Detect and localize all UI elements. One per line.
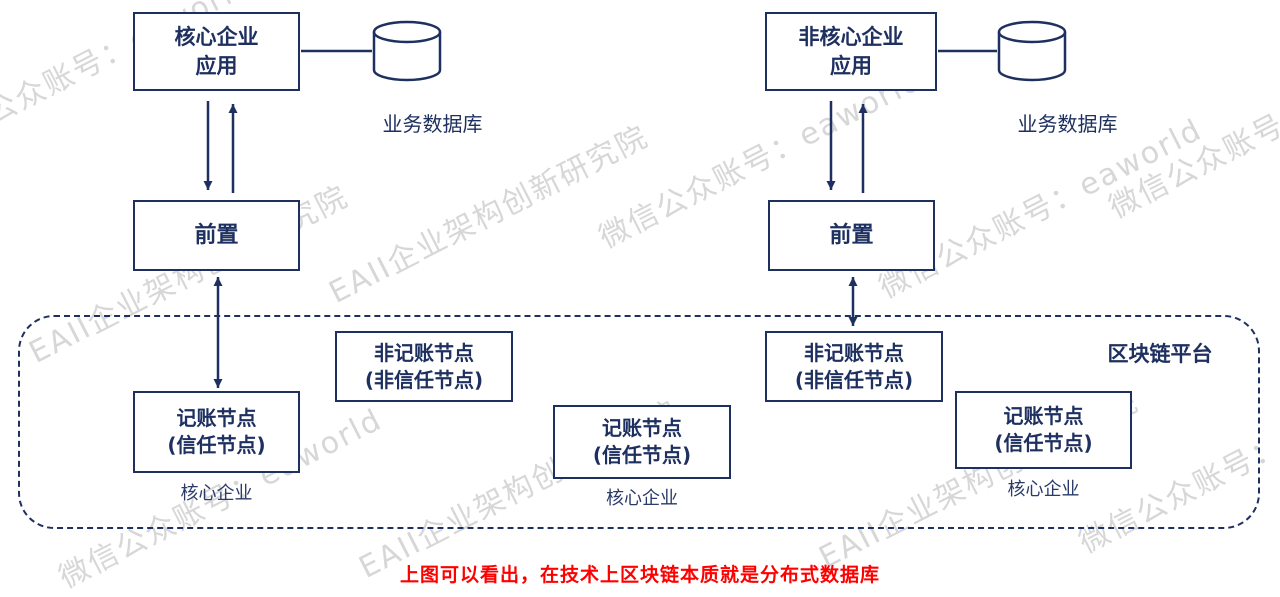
accounting-node-box-2: 记账节点 (信任节点) xyxy=(553,405,731,479)
left-database-icon xyxy=(372,20,442,82)
blockchain-platform-label: 区块链平台 xyxy=(1107,342,1213,366)
left-business-database-label: 业务数据库 xyxy=(382,112,483,136)
right-business-database-label: 业务数据库 xyxy=(1017,112,1118,136)
accounting-node-owner-2: 核心企业 xyxy=(606,488,678,509)
non-core-enterprise-app-box: 非核心企业 应用 xyxy=(765,12,937,91)
accounting-node-owner-1: 核心企业 xyxy=(180,483,253,504)
blockchain-platform-frame xyxy=(18,315,1260,529)
right-front-box: 前置 xyxy=(768,200,935,271)
accounting-node-box-3: 记账节点 (信任节点) xyxy=(955,391,1132,469)
non-accounting-node-box-2: 非记账节点 (非信任节点) xyxy=(765,331,943,402)
left-front-box: 前置 xyxy=(133,200,300,271)
core-enterprise-app-box: 核心企业 应用 xyxy=(133,12,300,91)
accounting-node-owner-3: 核心企业 xyxy=(1007,479,1080,500)
accounting-node-box-1: 记账节点 (信任节点) xyxy=(133,391,300,473)
right-database-icon xyxy=(997,20,1067,82)
diagram-caption: 上图可以看出，在技术上区块链本质就是分布式数据库 xyxy=(399,564,880,586)
non-accounting-node-box-1: 非记账节点 (非信任节点) xyxy=(335,331,513,402)
